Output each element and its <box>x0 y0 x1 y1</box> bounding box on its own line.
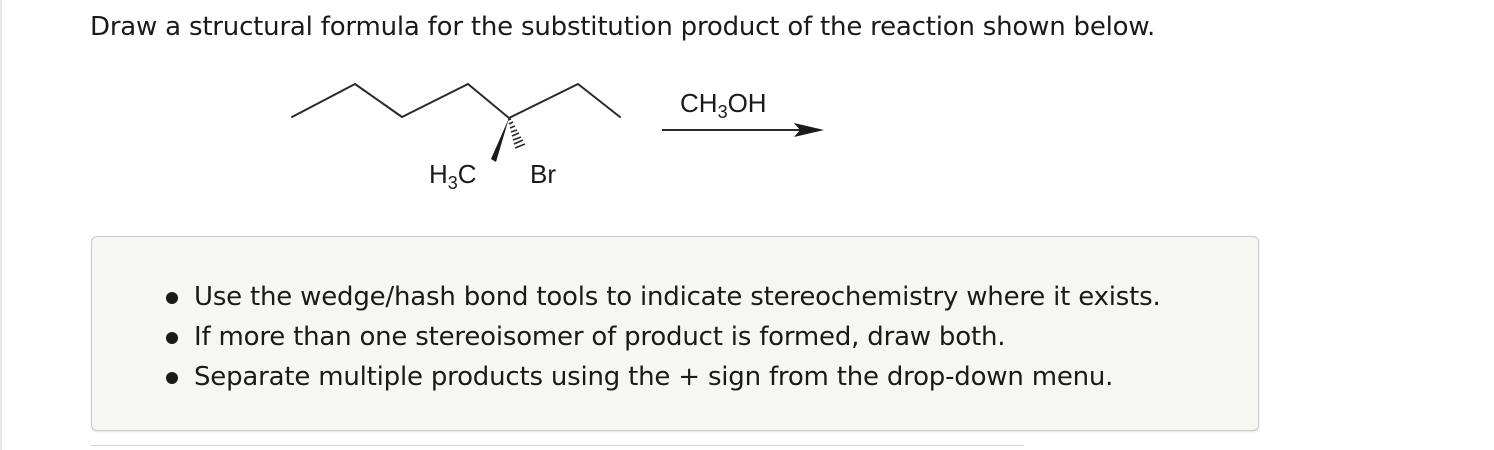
drawing-area-top-border <box>91 445 1024 446</box>
wedge-bond-methyl <box>491 118 509 162</box>
instruction-text: Separate multiple products using the + s… <box>194 362 1114 392</box>
bullet-icon <box>166 332 178 344</box>
methyl-label: H3C <box>429 159 477 193</box>
page-left-border <box>0 0 2 450</box>
carbon-chain <box>291 83 621 119</box>
bullet-icon <box>166 292 178 304</box>
instruction-item: Separate multiple products using the + s… <box>162 357 1161 397</box>
hash-bond-bromine <box>507 118 526 149</box>
instruction-text: If more than one stereoisomer of product… <box>194 322 1006 352</box>
bromine-label: Br <box>530 159 556 189</box>
substrate-skeleton <box>291 83 621 119</box>
question-prompt: Draw a structural formula for the substi… <box>90 12 1156 42</box>
bullet-icon <box>166 372 178 384</box>
instructions-box: Use the wedge/hash bond tools to indicat… <box>91 236 1259 431</box>
instruction-item: If more than one stereoisomer of product… <box>162 317 1161 357</box>
reaction-arrow <box>662 123 824 137</box>
instruction-text: Use the wedge/hash bond tools to indicat… <box>194 282 1161 312</box>
reagent-label: CH3OH <box>680 88 767 122</box>
reaction-scheme: H3C Br CH3OH <box>291 83 824 193</box>
instructions-list: Use the wedge/hash bond tools to indicat… <box>162 277 1161 397</box>
instruction-item: Use the wedge/hash bond tools to indicat… <box>162 277 1161 317</box>
